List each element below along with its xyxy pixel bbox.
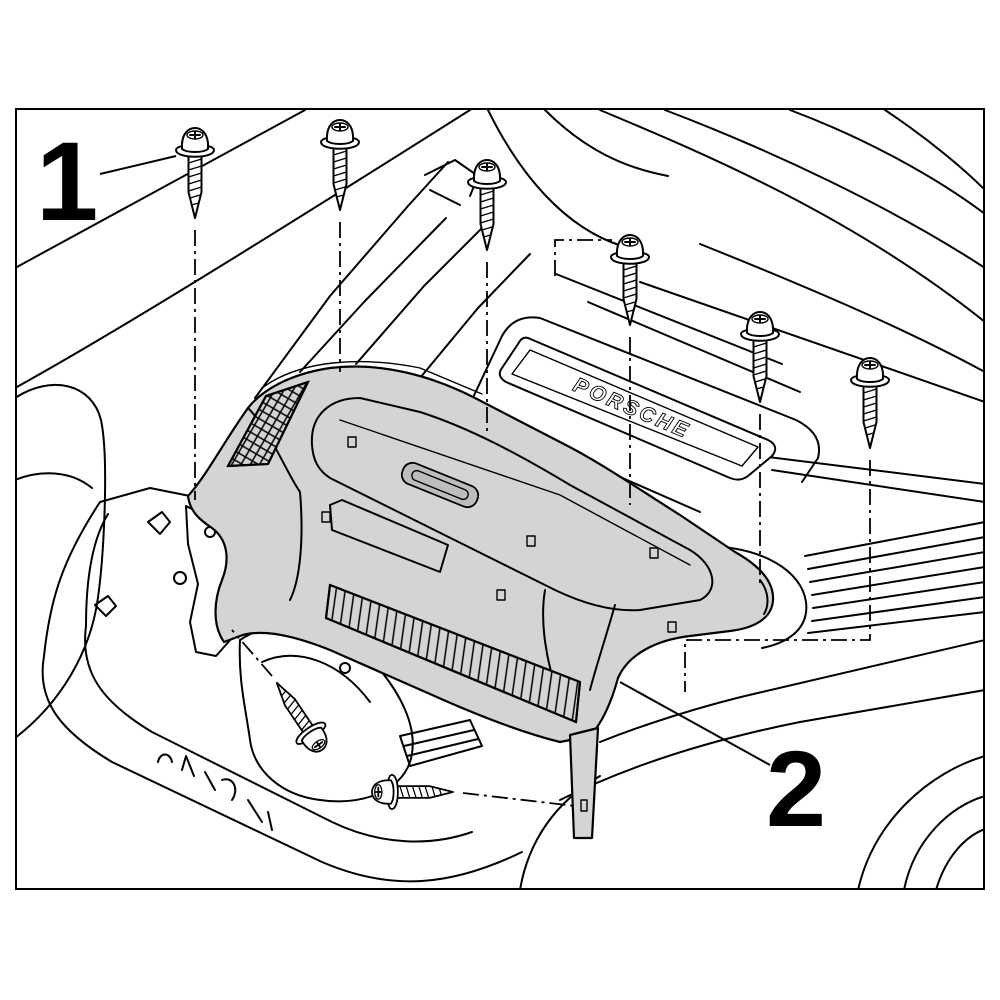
trim-panel-handle bbox=[400, 461, 480, 509]
callout-1-leader bbox=[99, 155, 177, 175]
engine-cover-outline bbox=[498, 336, 777, 481]
right-ribs bbox=[804, 521, 984, 634]
a-pillar-lines bbox=[254, 161, 531, 399]
panel-recess bbox=[701, 545, 808, 649]
well-drain-hole bbox=[339, 662, 351, 674]
trim-panel-rolled-edge bbox=[261, 361, 483, 395]
hood-lines bbox=[487, 109, 984, 373]
clip bbox=[321, 511, 331, 523]
upper-vent-grille bbox=[226, 380, 310, 468]
cowl-panel bbox=[555, 273, 984, 503]
callout-1-label: 1 bbox=[36, 119, 98, 244]
compartment-left-wall bbox=[43, 487, 191, 657]
diagram-frame bbox=[15, 108, 985, 890]
trim-panel-recess-inset bbox=[339, 419, 691, 566]
trim-panel-side-strip bbox=[568, 726, 600, 840]
clip bbox=[667, 621, 677, 633]
handle-outer bbox=[400, 461, 480, 509]
callout-2-leader bbox=[619, 681, 771, 766]
assembly-guides bbox=[194, 222, 871, 807]
trim-panel-seams bbox=[247, 407, 769, 701]
left-fender-inner bbox=[16, 472, 93, 489]
guide-line bbox=[231, 629, 273, 677]
wheel-arch bbox=[857, 755, 984, 889]
trim-panel-clips bbox=[321, 436, 677, 633]
drawing-area: PORSCHE bbox=[16, 109, 984, 889]
side-tray bbox=[399, 719, 483, 767]
strip-slot bbox=[580, 799, 588, 812]
guide-line bbox=[554, 239, 612, 276]
trim-panel-front-window bbox=[329, 499, 449, 573]
trim-panel bbox=[186, 361, 775, 840]
engine-cover-inset bbox=[511, 349, 759, 467]
trunk-rim-outer bbox=[41, 655, 523, 883]
guide-line bbox=[462, 792, 576, 807]
trunk-rim-inner bbox=[84, 625, 473, 843]
left-clips bbox=[94, 511, 171, 617]
callout-2-label: 2 bbox=[766, 728, 826, 849]
left-fender bbox=[16, 384, 107, 739]
guide-line bbox=[684, 460, 871, 692]
fender-crease bbox=[16, 109, 471, 389]
clip bbox=[649, 547, 659, 559]
hood-edge-left bbox=[16, 109, 306, 269]
wall-hole bbox=[173, 571, 187, 585]
embossed-marks bbox=[157, 753, 273, 831]
handle-inner bbox=[411, 469, 469, 501]
clip bbox=[496, 589, 506, 601]
trim-panel-top-recess bbox=[310, 397, 714, 612]
clip bbox=[347, 436, 357, 448]
lower-grille bbox=[324, 583, 582, 724]
clip bbox=[526, 535, 536, 547]
